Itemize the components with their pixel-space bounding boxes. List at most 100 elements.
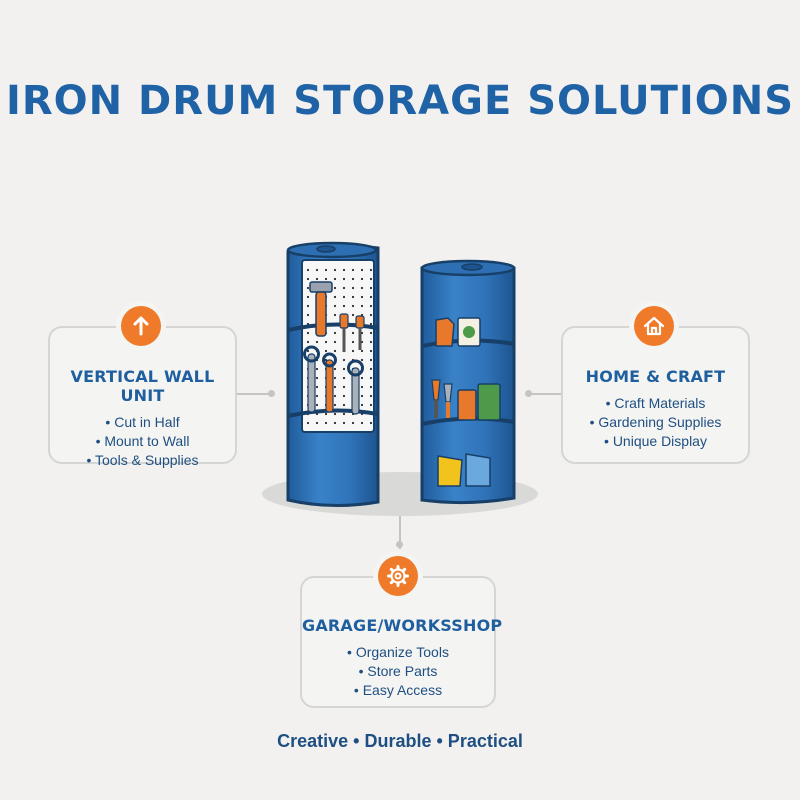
peg-hole bbox=[342, 376, 346, 380]
peg-hole bbox=[315, 403, 319, 407]
peg-hole bbox=[342, 385, 346, 389]
card-list: Cut in Half Mount to Wall Tools & Suppli… bbox=[50, 413, 235, 470]
peg-hole bbox=[351, 313, 355, 317]
peg-hole bbox=[306, 421, 310, 425]
peg-hole bbox=[333, 331, 337, 335]
list-item: Gardening Supplies bbox=[563, 413, 748, 432]
peg-hole bbox=[324, 421, 328, 425]
peg-hole bbox=[351, 286, 355, 290]
peg-hole bbox=[351, 268, 355, 272]
peg-hole bbox=[369, 349, 373, 353]
tagline: Creative • Durable • Practical bbox=[277, 731, 523, 751]
card-heading: GARAGE/WORKSSHOP bbox=[302, 616, 503, 635]
peg-hole bbox=[351, 340, 355, 344]
connector-bottom-dot bbox=[396, 541, 403, 548]
peg-hole bbox=[342, 412, 346, 416]
peg-hole bbox=[315, 277, 319, 281]
peg-hole bbox=[306, 286, 310, 290]
gear-icon bbox=[387, 565, 409, 587]
peg-hole bbox=[342, 286, 346, 290]
peg-hole bbox=[333, 349, 337, 353]
badge-wall-unit bbox=[121, 306, 161, 346]
drum-illustration bbox=[262, 241, 538, 516]
peg-hole bbox=[306, 340, 310, 344]
peg-hole bbox=[351, 304, 355, 308]
peg-hole bbox=[360, 421, 364, 425]
screwdriver-icon bbox=[339, 313, 365, 352]
peg-hole bbox=[369, 304, 373, 308]
list-item: Mount to Wall bbox=[50, 432, 235, 451]
peg-hole bbox=[369, 358, 373, 362]
list-item: Organize Tools bbox=[302, 643, 494, 662]
peg-hole bbox=[333, 412, 337, 416]
peg-hole bbox=[369, 376, 373, 380]
peg-hole bbox=[360, 295, 364, 299]
badge-garage bbox=[378, 556, 418, 596]
connector-right bbox=[530, 393, 562, 395]
peg-hole bbox=[333, 376, 337, 380]
garden-tools-icon bbox=[431, 379, 501, 421]
peg-hole bbox=[324, 349, 328, 353]
peg-hole bbox=[369, 268, 373, 272]
peg-hole bbox=[360, 358, 364, 362]
peg-hole bbox=[333, 403, 337, 407]
card-garage-workshop: GARAGE/WORKSSHOP Organize Tools Store Pa… bbox=[300, 576, 503, 708]
glove-icon bbox=[435, 317, 481, 347]
card-vertical-wall-unit: VERTICAL WALL UNIT Cut in Half Mount to … bbox=[48, 326, 237, 468]
peg-hole bbox=[342, 268, 346, 272]
peg-hole bbox=[333, 268, 337, 272]
peg-hole bbox=[315, 421, 319, 425]
peg-hole bbox=[333, 385, 337, 389]
peg-hole bbox=[369, 367, 373, 371]
peg-hole bbox=[369, 277, 373, 281]
connector-right-dot bbox=[525, 390, 532, 397]
work-gloves-icon bbox=[437, 453, 491, 487]
peg-hole bbox=[369, 322, 373, 326]
peg-hole bbox=[351, 331, 355, 335]
peg-hole bbox=[333, 367, 337, 371]
right-half-drum bbox=[420, 259, 516, 505]
peg-hole bbox=[306, 304, 310, 308]
connector-bottom bbox=[399, 515, 401, 549]
peg-hole bbox=[342, 403, 346, 407]
peg-hole bbox=[360, 349, 364, 353]
peg-hole bbox=[351, 277, 355, 281]
peg-hole bbox=[360, 277, 364, 281]
peg-hole bbox=[324, 277, 328, 281]
peg-hole bbox=[306, 268, 310, 272]
peg-hole bbox=[324, 412, 328, 416]
card-heading: HOME & CRAFT bbox=[585, 367, 726, 386]
list-item: Tools & Supplies bbox=[50, 451, 235, 470]
peg-hole bbox=[342, 295, 346, 299]
peg-hole bbox=[351, 349, 355, 353]
card-list: Organize Tools Store Parts Easy Access bbox=[302, 643, 494, 700]
peg-hole bbox=[333, 340, 337, 344]
peg-hole bbox=[306, 277, 310, 281]
peg-hole bbox=[342, 421, 346, 425]
peg-hole bbox=[369, 295, 373, 299]
list-item: Unique Display bbox=[563, 432, 748, 451]
peg-hole bbox=[333, 277, 337, 281]
peg-hole bbox=[342, 358, 346, 362]
peg-hole bbox=[369, 313, 373, 317]
peg-hole bbox=[333, 295, 337, 299]
card-home-craft: HOME & CRAFT Craft Materials Gardening S… bbox=[561, 326, 750, 464]
list-item: Cut in Half bbox=[50, 413, 235, 432]
peg-hole bbox=[342, 304, 346, 308]
card-heading: VERTICAL WALL UNIT bbox=[70, 367, 215, 405]
peg-hole bbox=[342, 394, 346, 398]
peg-hole bbox=[306, 313, 310, 317]
peg-hole bbox=[369, 331, 373, 335]
peg-hole bbox=[306, 295, 310, 299]
peg-hole bbox=[360, 286, 364, 290]
peg-hole bbox=[315, 376, 319, 380]
peg-hole bbox=[315, 340, 319, 344]
left-half-drum bbox=[286, 241, 380, 508]
peg-hole bbox=[369, 421, 373, 425]
peg-hole bbox=[315, 385, 319, 389]
peg-hole bbox=[369, 394, 373, 398]
peg-hole bbox=[360, 304, 364, 308]
peg-hole bbox=[315, 367, 319, 371]
peg-hole bbox=[360, 268, 364, 272]
house-icon bbox=[643, 316, 665, 336]
